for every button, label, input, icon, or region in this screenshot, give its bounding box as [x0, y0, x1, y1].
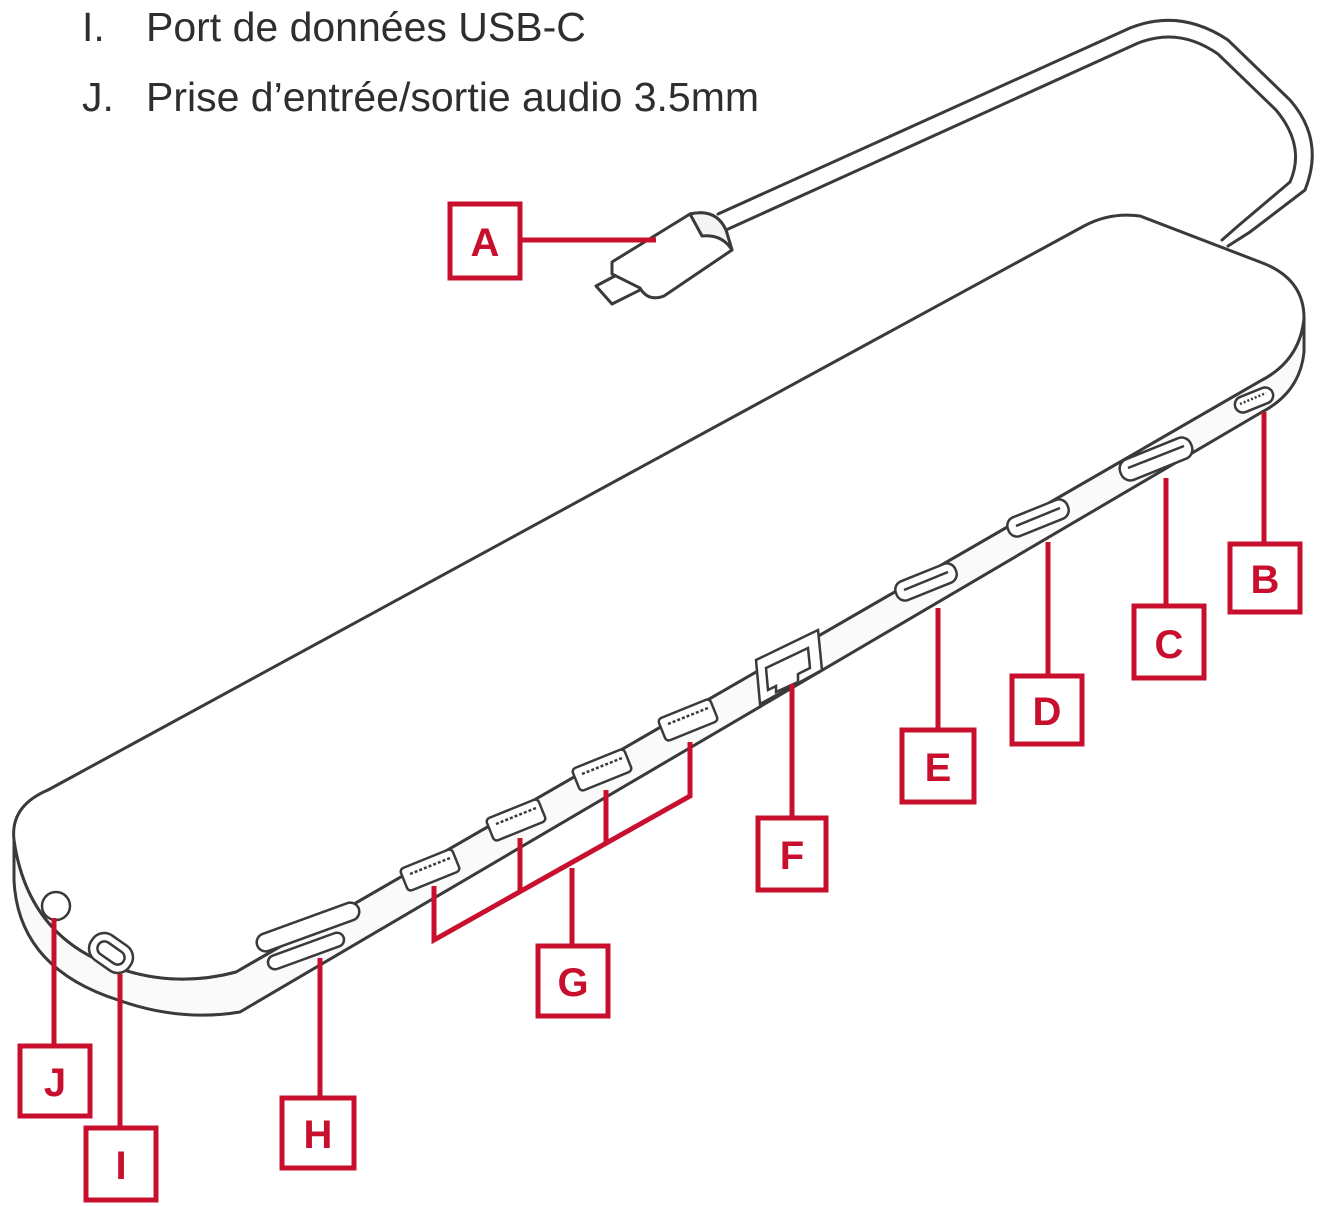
callout-box-j	[17, 1043, 93, 1119]
usb-c-plug-icon	[594, 211, 734, 306]
hdmi-port-e	[894, 562, 958, 602]
callout-box-b	[1227, 541, 1303, 615]
callout-label-b: B	[1251, 558, 1280, 602]
callout-box-e	[899, 727, 977, 805]
callout-label-e: E	[925, 746, 952, 790]
ports	[40, 386, 1275, 975]
callout-labels: A B C D E F G H I J	[44, 221, 1280, 1188]
callout-label-c: C	[1155, 623, 1184, 667]
legend-text: Port de données USB-C	[146, 4, 586, 50]
callout-box-f	[755, 815, 829, 893]
callout-label-h: H	[304, 1113, 333, 1157]
legend-item-j: J. Prise d’entrée/sortie audio 3.5mm	[82, 74, 759, 121]
legend-item-i: I. Port de données USB-C	[82, 4, 586, 51]
hub-body	[12, 213, 1306, 1017]
callout-box-i	[83, 1125, 159, 1203]
callout-boxes	[17, 201, 1303, 1203]
legend-letter: J.	[82, 74, 114, 120]
callout-box-h	[279, 1095, 357, 1171]
callout-label-f: F	[780, 834, 804, 878]
usb-a-port	[657, 698, 719, 742]
callout-box-c	[1131, 603, 1207, 681]
usb-a-port	[399, 848, 461, 892]
callout-lines	[51, 237, 1267, 1128]
card-slot-c	[1118, 436, 1194, 482]
card-slot-h	[255, 901, 361, 971]
callout-label-i: I	[115, 1144, 126, 1188]
legend-letter: I.	[82, 4, 105, 50]
callout-label-d: D	[1033, 690, 1062, 734]
ethernet-port-f	[754, 628, 824, 707]
callout-box-d	[1009, 673, 1085, 747]
usb-c-cable	[716, 18, 1314, 248]
callout-box-a	[447, 201, 523, 281]
callout-label-a: A	[471, 221, 500, 265]
usb-a-port	[485, 798, 547, 842]
callout-label-j: J	[44, 1061, 66, 1105]
usb-c-port-i	[87, 931, 135, 975]
usb-a-port	[571, 748, 633, 792]
legend-text: Prise d’entrée/sortie audio 3.5mm	[146, 74, 760, 120]
callout-box-g	[535, 943, 611, 1019]
hdmi-port-d	[1006, 498, 1070, 538]
audio-jack-j	[40, 890, 72, 922]
callout-label-g: G	[557, 961, 588, 1005]
usb-c-port-b	[1233, 386, 1275, 414]
